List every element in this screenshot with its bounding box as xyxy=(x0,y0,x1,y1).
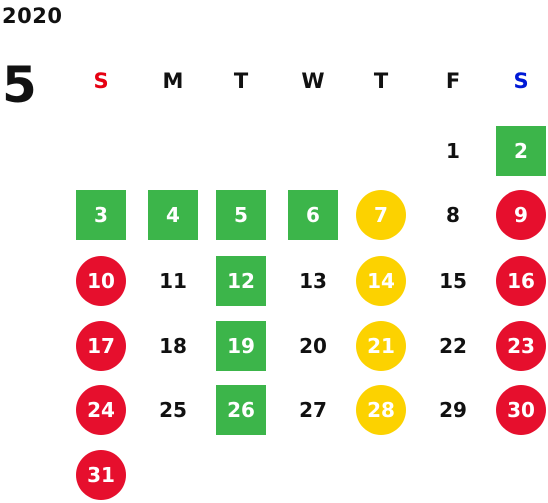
day-cell-11[interactable]: 11 xyxy=(159,269,187,293)
day-cell-24[interactable]: 24 xyxy=(76,385,126,435)
weekday-header-2: T xyxy=(233,69,249,93)
weekday-header-3: W xyxy=(301,69,325,93)
weekday-header-5: F xyxy=(445,69,461,93)
day-cell-13[interactable]: 13 xyxy=(299,269,327,293)
day-cell-20[interactable]: 20 xyxy=(299,334,327,358)
day-cell-18[interactable]: 18 xyxy=(159,334,187,358)
day-cell-29[interactable]: 29 xyxy=(439,398,467,422)
weekday-header-4: T xyxy=(373,69,389,93)
day-cell-8[interactable]: 8 xyxy=(446,203,460,227)
day-cell-21[interactable]: 21 xyxy=(356,321,406,371)
day-cell-7[interactable]: 7 xyxy=(356,190,406,240)
day-cell-1[interactable]: 1 xyxy=(446,139,460,163)
day-cell-14[interactable]: 14 xyxy=(356,256,406,306)
day-cell-19[interactable]: 19 xyxy=(216,321,266,371)
day-cell-12[interactable]: 12 xyxy=(216,256,266,306)
month-label: 5 xyxy=(2,56,37,114)
day-cell-3[interactable]: 3 xyxy=(76,190,126,240)
day-cell-17[interactable]: 17 xyxy=(76,321,126,371)
weekday-header-0: S xyxy=(93,69,109,93)
day-cell-5[interactable]: 5 xyxy=(216,190,266,240)
day-cell-30[interactable]: 30 xyxy=(496,385,546,435)
day-cell-9[interactable]: 9 xyxy=(496,190,546,240)
day-cell-16[interactable]: 16 xyxy=(496,256,546,306)
day-cell-10[interactable]: 10 xyxy=(76,256,126,306)
year-label: 2020 xyxy=(2,4,63,28)
day-cell-28[interactable]: 28 xyxy=(356,385,406,435)
day-cell-31[interactable]: 31 xyxy=(76,450,126,500)
day-cell-23[interactable]: 23 xyxy=(496,321,546,371)
day-cell-4[interactable]: 4 xyxy=(148,190,198,240)
day-cell-26[interactable]: 26 xyxy=(216,385,266,435)
day-cell-22[interactable]: 22 xyxy=(439,334,467,358)
day-cell-25[interactable]: 25 xyxy=(159,398,187,422)
day-cell-2[interactable]: 2 xyxy=(496,126,546,176)
day-cell-6[interactable]: 6 xyxy=(288,190,338,240)
day-cell-15[interactable]: 15 xyxy=(439,269,467,293)
weekday-header-1: M xyxy=(162,69,184,93)
weekday-header-6: S xyxy=(513,69,529,93)
day-cell-27[interactable]: 27 xyxy=(299,398,327,422)
